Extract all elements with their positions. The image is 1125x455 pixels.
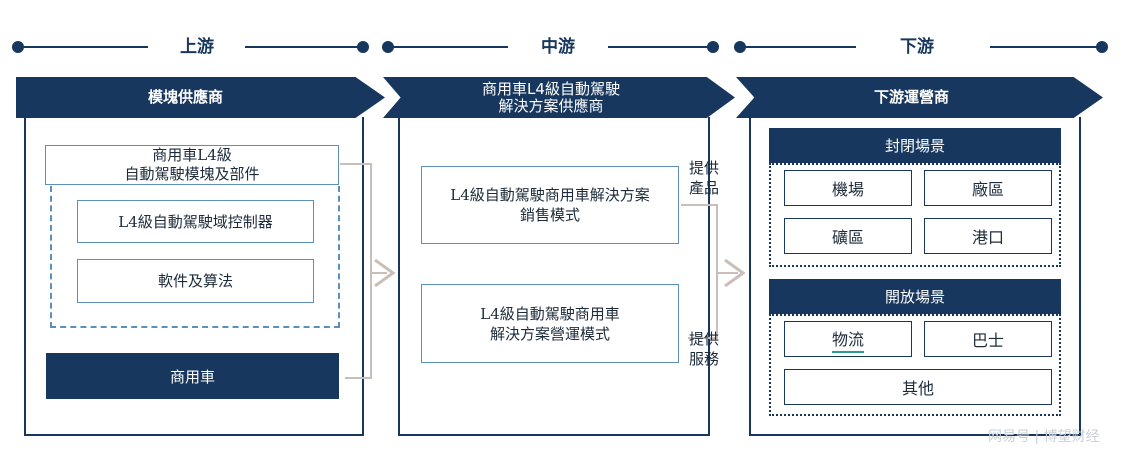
software-algorithm-box: 軟件及算法 bbox=[77, 259, 314, 303]
module-dashed-group bbox=[50, 186, 340, 328]
downstream-frame bbox=[749, 117, 1081, 436]
provide-services-label: 提供 服務 bbox=[688, 330, 719, 368]
upstream-header: 模塊供應商 bbox=[16, 77, 385, 118]
midstream-header: 商用車L4級自動駕駛 解決方案供應商 bbox=[383, 77, 735, 118]
mine-box: 礦區 bbox=[784, 218, 912, 254]
timeline-line bbox=[388, 46, 508, 48]
dot-icon bbox=[357, 41, 369, 53]
upstream-header-text: 模塊供應商 bbox=[147, 88, 223, 106]
downstream-header: 下游運營商 bbox=[736, 77, 1103, 118]
closed-scenario-title: 封閉場景 bbox=[769, 128, 1061, 163]
stage-downstream: 下游 bbox=[900, 37, 934, 57]
airport-box: 機場 bbox=[784, 170, 912, 206]
chevron-right-icon bbox=[724, 258, 746, 288]
timeline-line bbox=[990, 46, 1104, 48]
port-box: 港口 bbox=[924, 218, 1052, 254]
factory-box: 廠區 bbox=[924, 170, 1052, 206]
midstream-frame bbox=[398, 117, 710, 436]
open-scenario-title: 開放場景 bbox=[769, 279, 1061, 314]
bus-box: 巴士 bbox=[924, 321, 1052, 357]
module-box: 商用車L4級 自動駕駛模塊及部件 bbox=[45, 145, 339, 185]
dot-icon bbox=[707, 41, 719, 53]
domain-controller-box: L4級自動駕駛域控制器 bbox=[77, 200, 314, 243]
connector-line bbox=[340, 163, 372, 379]
dot-icon bbox=[1096, 41, 1108, 53]
connector-line bbox=[681, 204, 718, 339]
logistics-label: 物流 bbox=[831, 326, 864, 353]
downstream-header-text: 下游運營商 bbox=[873, 88, 949, 106]
operation-model-box: L4級自動駕駛商用車 解決方案營運模式 bbox=[421, 284, 679, 363]
watermark: 网易号 | 博望财经 bbox=[988, 429, 1100, 445]
logistics-box: 物流 bbox=[784, 321, 912, 357]
timeline-line bbox=[608, 46, 714, 48]
timeline-line bbox=[18, 46, 148, 48]
stage-midstream: 中游 bbox=[541, 37, 575, 57]
midstream-header-text: 商用車L4級自動駕駛 解決方案供應商 bbox=[482, 79, 620, 115]
timeline-line bbox=[245, 46, 363, 48]
stage-upstream: 上游 bbox=[180, 37, 214, 57]
timeline-line bbox=[740, 46, 856, 48]
closed-scenario-group bbox=[769, 163, 1061, 267]
open-scenario-group bbox=[769, 314, 1061, 416]
sales-model-box: L4級自動駕駛商用車解決方案 銷售模式 bbox=[421, 166, 679, 244]
upstream-frame bbox=[24, 117, 364, 436]
chevron-right-icon bbox=[374, 258, 396, 288]
commercial-vehicle-box: 商用車 bbox=[46, 353, 339, 399]
provide-products-label: 提供 產品 bbox=[688, 159, 719, 197]
other-box: 其他 bbox=[784, 369, 1052, 405]
